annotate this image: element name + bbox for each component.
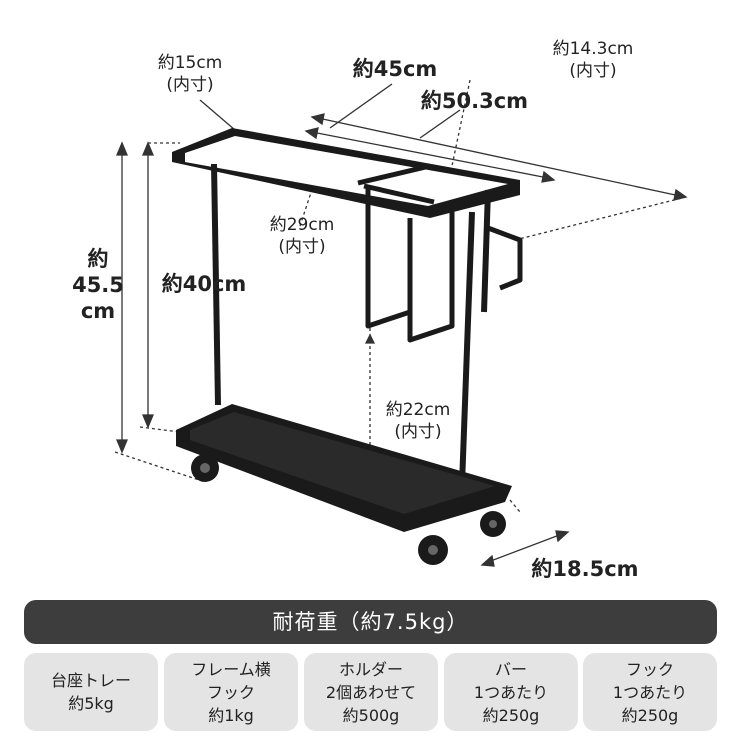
card-line: 2個あわせて: [325, 682, 417, 702]
load-capacity-banner: 耐荷重（約7.5kg）: [24, 600, 717, 644]
label-depth: 約18.5cm: [531, 557, 639, 581]
label-line: 約14.3cm: [552, 39, 634, 59]
card-line: 1つあたり: [473, 682, 549, 702]
card-line: 約5kg: [68, 694, 114, 713]
card-line: バー: [494, 659, 527, 679]
card-line: 約500g: [342, 705, 400, 725]
label-inner-width-top: 約15cm (内寸): [140, 52, 240, 96]
label-line: cm: [80, 299, 116, 323]
card-line: 1つあたり: [612, 682, 688, 702]
card-line: フレーム横: [191, 659, 271, 679]
label-inner-width-right: 約14.3cm (内寸): [538, 38, 648, 82]
label-inner-height: 約22cm (内寸): [368, 399, 468, 443]
card-line: 約250g: [482, 705, 540, 725]
label-line: (内寸): [278, 237, 326, 257]
card-line: 約250g: [621, 705, 679, 725]
label-width-45: 約45cm: [352, 57, 438, 81]
load-card-bar: バー 1つあたり 約250g: [444, 653, 578, 731]
label-line: 約22cm: [385, 400, 451, 420]
label-line: (内寸): [166, 75, 214, 95]
load-card-holder: ホルダー 2個あわせて 約500g: [304, 653, 438, 731]
product-frame: [172, 128, 523, 532]
card-line: フック: [206, 682, 255, 702]
label-line: 約29cm: [269, 215, 335, 235]
card-line: フック: [625, 659, 674, 679]
label-line: (内寸): [394, 422, 442, 442]
load-capacity-cards: 台座トレー 約5kg フレーム横 フック 約1kg ホルダー 2個あわせて 約5…: [24, 653, 717, 731]
card-line: 約1kg: [208, 705, 254, 725]
label-line: (内寸): [569, 61, 617, 81]
label-height-frame: 約40cm: [161, 272, 247, 296]
label-line: 約15cm: [157, 53, 223, 73]
product-illustration: [114, 79, 688, 567]
label-total-height: 約 45.5 cm: [68, 246, 128, 324]
label-line: 45.5: [72, 273, 124, 297]
card-line: ホルダー: [338, 659, 403, 679]
load-card-hook: フック 1つあたり 約250g: [583, 653, 717, 731]
load-card-tray: 台座トレー 約5kg: [24, 653, 158, 731]
label-inner-length: 約29cm (内寸): [252, 214, 352, 258]
casters: [191, 454, 506, 565]
label-length-outer: 約50.3cm: [420, 89, 529, 113]
card-line: 台座トレー: [50, 671, 131, 690]
label-line: 約: [87, 247, 109, 271]
load-card-frame-hook: フレーム横 フック 約1kg: [164, 653, 298, 731]
